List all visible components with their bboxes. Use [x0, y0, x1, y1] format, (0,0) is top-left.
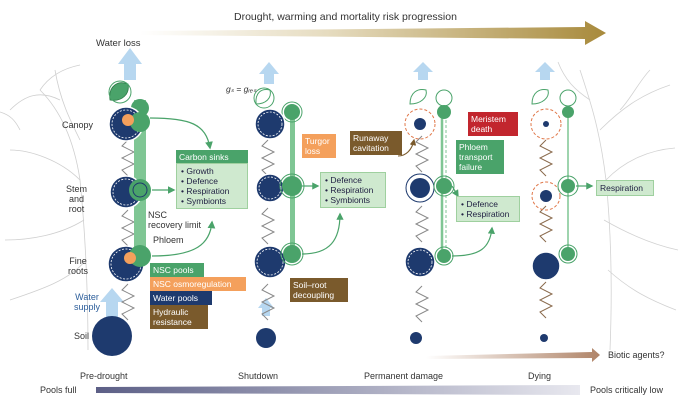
stage4-nsc-stem — [561, 179, 575, 193]
water-loss-arrow — [118, 48, 142, 80]
stage4-nsc-roots — [561, 247, 575, 261]
stage2-supply-arrow — [258, 298, 274, 316]
stage-label-pre-drought: Pre-drought — [80, 371, 128, 381]
stage2-water-canopy — [254, 108, 286, 140]
biotic-agents-label: Biotic agents? — [608, 350, 665, 360]
stage4-respiration-box: Respiration — [596, 180, 654, 196]
legend-nsc-osmoregulation: NSC osmoregulation — [150, 277, 246, 291]
pools-full-label: Pools full — [40, 385, 77, 395]
biotic-agents-arrow — [426, 348, 600, 362]
stage3-soil-pool — [410, 332, 422, 344]
stage2-sinks-list: Defence Respiration Symbionts — [320, 172, 386, 208]
phloem-label: Phloem — [153, 235, 184, 245]
stage4-water-roots — [531, 251, 561, 281]
pools-critically-low-label: Pools critically low — [590, 385, 664, 395]
progression-title: Drought, warming and mortality risk prog… — [234, 11, 457, 23]
stage3-nsc-stem — [436, 178, 452, 194]
carbon-sinks-list: Growth Defence Respiration Symbionts — [176, 163, 248, 209]
canopy-label: Canopy — [62, 120, 94, 130]
nsc-pool-canopy — [130, 112, 150, 132]
stage-label-shutdown: Shutdown — [238, 371, 279, 381]
tree-outline-right — [557, 61, 679, 351]
stage3-water-roots — [404, 246, 436, 278]
stage3-water-arrow — [413, 62, 433, 80]
stage3-nsc-roots — [437, 249, 451, 263]
stage4-water-stem — [540, 190, 552, 202]
stage4-water-canopy — [543, 121, 549, 127]
water-supply-arrow — [100, 288, 124, 320]
stage2-nsc-stem — [282, 176, 302, 196]
legend-water-pools: Water pools — [150, 291, 212, 305]
stage2-plant — [253, 87, 344, 348]
stage4-soil-pool — [540, 334, 548, 342]
stage2-soil-pool — [256, 328, 276, 348]
stage-label-dying: Dying — [528, 371, 552, 381]
stage4-water-arrow — [535, 62, 555, 80]
water-loss-label: Water loss — [96, 38, 141, 49]
gs-label: gₛ = gᵣₑₛ — [226, 84, 257, 94]
progression-arrow — [140, 21, 606, 45]
stage2-nsc-roots — [283, 245, 301, 263]
leaf-icon — [109, 82, 129, 101]
stage3-water-stem — [410, 178, 430, 198]
stage4-plant — [530, 89, 594, 342]
stage3-plant — [397, 89, 496, 344]
stage-label-permanent-damage: Permanent damage — [364, 371, 444, 381]
legend-nsc-pools: NSC pools — [150, 263, 204, 277]
nsc-pool-stem — [129, 179, 151, 201]
stage3-sinks-list: Defence Respiration — [456, 196, 520, 222]
soil-water-pool — [92, 316, 132, 356]
soil-label: Soil — [74, 331, 90, 341]
stage2-water-arrow — [259, 62, 279, 84]
stage3-water-canopy — [414, 118, 426, 130]
stage2-water-roots — [253, 245, 287, 279]
carbon-sinks-title: Carbon sinks — [176, 150, 248, 164]
tree-outline-left — [0, 64, 89, 351]
stage1-plant — [92, 80, 216, 356]
pools-gradient-bar — [96, 385, 580, 395]
